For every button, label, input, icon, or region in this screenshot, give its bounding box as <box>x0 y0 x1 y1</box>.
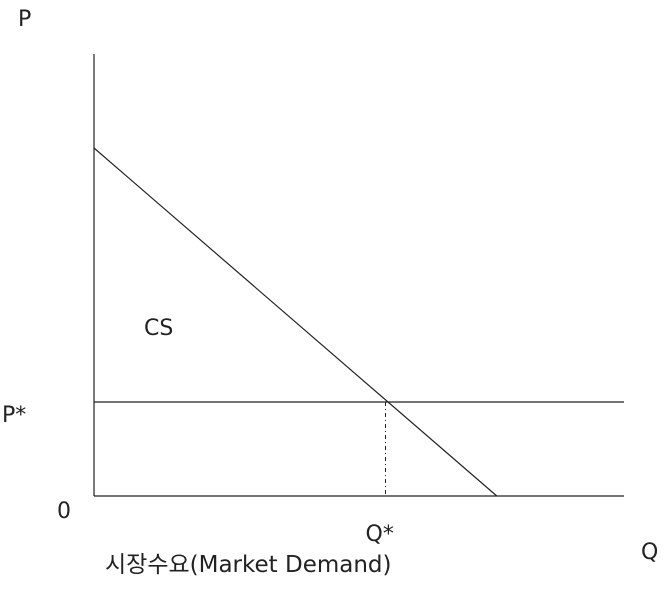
demand-line <box>93 147 498 497</box>
price-star-label: P* <box>2 403 26 428</box>
origin-label: 0 <box>57 499 71 524</box>
y-axis-label: P <box>18 7 31 32</box>
chart-marks <box>93 147 624 497</box>
consumer-surplus-label: CS <box>144 316 173 341</box>
x-axis-label: Q <box>641 540 658 565</box>
axes <box>93 54 624 497</box>
chart-caption: 시장수요(Market Demand) <box>105 552 392 578</box>
quantity-star-label: Q* <box>366 522 394 547</box>
